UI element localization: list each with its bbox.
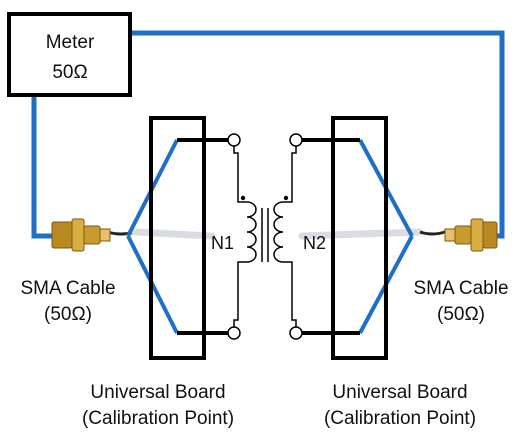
primary-lead-bottom xyxy=(233,261,247,327)
transformer xyxy=(233,146,297,327)
left-sma-assembly xyxy=(51,218,216,252)
meter-box: Meter 50Ω xyxy=(7,12,132,97)
meter-right-wire xyxy=(130,30,505,239)
right-cable-impedance: (50Ω) xyxy=(437,304,485,325)
transformer-coil-icon xyxy=(273,201,284,263)
right-cable-label: SMA Cable xyxy=(413,278,508,299)
right-cable-tail xyxy=(419,230,446,236)
right-cable-sheath xyxy=(298,228,424,240)
sma-connector-icon xyxy=(444,218,498,252)
meter-wires xyxy=(31,30,505,239)
primary-winding-label: N1 xyxy=(211,233,234,253)
left-cable-impedance: (50Ω) xyxy=(44,304,92,325)
right-sma-assembly xyxy=(298,218,498,252)
meter-label: Meter xyxy=(46,32,95,53)
right-universal-board xyxy=(300,116,388,360)
left-board-sublabel: (Calibration Point) xyxy=(82,408,234,429)
secondary-lead-bottom xyxy=(283,261,297,327)
terminal-right-bottom xyxy=(289,326,303,340)
terminal-right-top xyxy=(289,133,303,147)
left-board-label: Universal Board xyxy=(90,382,225,403)
secondary-winding-label: N2 xyxy=(303,233,326,253)
transformer-coil-icon xyxy=(246,201,257,263)
sma-connector-icon xyxy=(51,218,111,252)
polarity-dot-icon xyxy=(240,195,246,201)
terminals xyxy=(227,133,303,340)
meter-impedance: 50Ω xyxy=(52,62,87,83)
terminal-left-bottom xyxy=(227,326,241,340)
right-board-label: Universal Board xyxy=(332,382,467,403)
terminal-left-top xyxy=(227,133,241,147)
left-cable-sheath xyxy=(131,228,216,240)
left-cable-label: SMA Cable xyxy=(20,278,115,299)
secondary-lead-top xyxy=(283,146,297,203)
primary-lead-top xyxy=(233,146,247,203)
polarity-dot-icon xyxy=(283,195,289,201)
left-universal-board xyxy=(149,116,228,360)
meter-left-wire xyxy=(31,95,52,239)
right-board-sublabel: (Calibration Point) xyxy=(324,408,476,429)
